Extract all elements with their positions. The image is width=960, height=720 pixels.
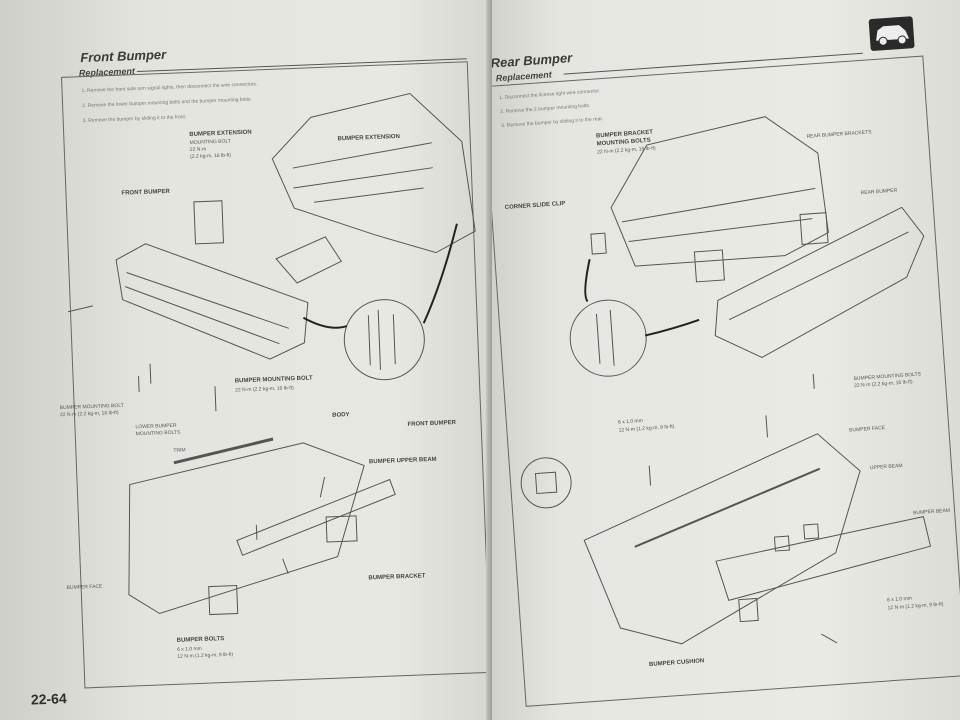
bumper-bolts-label-2: 6 x 1.0 mm (176, 645, 202, 653)
bumper-face-shape (128, 442, 365, 615)
detail-callout-circle (569, 299, 647, 377)
car-body-outline (271, 92, 476, 254)
page-number-left: 22-64 (30, 690, 67, 708)
trim-label: TRIM (173, 447, 186, 454)
ext-bolt-label-3: 22 N·m (189, 146, 207, 153)
car-rear-outline (610, 116, 829, 267)
rear-bumper-diagram (520, 116, 932, 645)
front-bumper-shape (115, 243, 309, 360)
detail-callout-circle (343, 299, 425, 381)
car-silhouette-icon (868, 16, 915, 52)
bumper-face-shape (583, 433, 861, 645)
front-bumper-diagram (67, 92, 476, 616)
bumper-extension-bracket (193, 200, 225, 245)
bumper-beam-shape (715, 516, 932, 601)
body-label: BODY (332, 412, 350, 419)
right-page: Rear Bumper Replacement 1. Disconnect th… (492, 0, 960, 720)
rear-bumper-shape (714, 206, 925, 359)
car-icon-graphic (876, 25, 910, 46)
upper-beam-shape (236, 478, 396, 556)
left-page: Front Bumper Replacement 1. Remove the f… (0, 0, 492, 720)
